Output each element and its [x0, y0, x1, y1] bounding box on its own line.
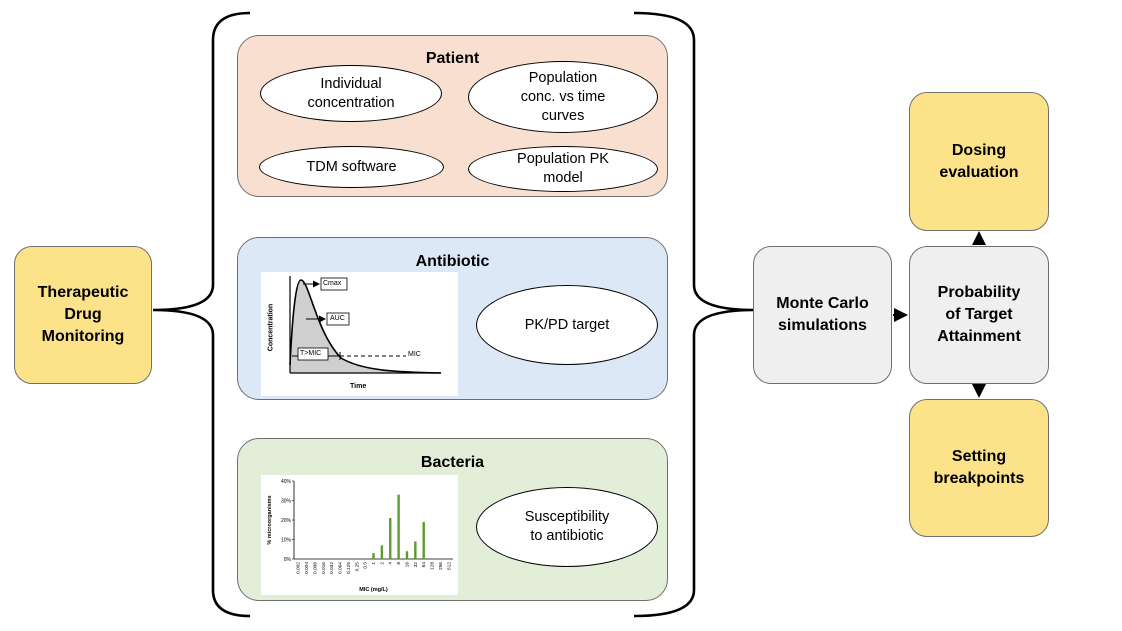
chart-bar [372, 553, 375, 559]
chart-x-tick-label: 0.5 [363, 562, 369, 569]
chart-y-tick-label: 30% [281, 499, 292, 505]
setting-breakpoints-box: Setting breakpoints [909, 399, 1049, 537]
tmic-label: T>MIC [300, 350, 322, 357]
chart-bar [422, 521, 425, 559]
pk-curve-svg [289, 276, 442, 374]
chart-x-tick-label: 256 [438, 562, 444, 570]
chart-x-tick-label: 0.008 [312, 562, 318, 574]
individual-concentration-label: Individual concentration [307, 75, 395, 111]
chart-y-tick-label: 0% [284, 557, 292, 563]
tdm-label: Therapeutic Drug Monitoring [37, 284, 129, 345]
auc-box [326, 312, 350, 326]
left-brace [152, 11, 251, 618]
cmax-label: Cmax [323, 280, 342, 287]
chart-y-tick-label: 10% [281, 538, 292, 544]
chart-bar [380, 545, 384, 559]
chart-x-axis-label: MIC (mg/L) [359, 587, 388, 593]
bacteria-title: Bacteria [420, 454, 485, 471]
chart-x-tick-label: 2 [379, 562, 385, 565]
individual-concentration-node: Individual concentration [260, 65, 442, 122]
susceptibility-label: Susceptibility to antibiotic [524, 509, 610, 544]
chart-x-tick-label: 32 [413, 562, 419, 568]
population-pk-model-node: Population PK model [468, 146, 658, 192]
chart-bar [397, 494, 400, 559]
dosing-evaluation-box: Dosing evaluation [909, 92, 1049, 231]
chart-y-axis-label: % microorganisms [267, 495, 273, 544]
chart-x-tick-label: 512 [446, 562, 452, 570]
monte-carlo-label: Monte Carlo simulations [776, 295, 869, 334]
chart-y-tick-label: 40% [281, 479, 292, 485]
tdm-software-node: TDM software [259, 146, 444, 188]
tdm-box: Therapeutic Drug Monitoring [14, 246, 152, 384]
chart-x-tick-label: 0.016 [321, 562, 327, 574]
pkpd-target-label: PK/PD target [524, 316, 610, 333]
mic-label: MIC [408, 351, 421, 358]
chart-bar [389, 518, 392, 559]
monte-carlo-box: Monte Carlo simulations [753, 246, 892, 384]
chart-bar [405, 551, 409, 559]
chart-x-tick-label: 128 [430, 562, 436, 570]
chart-x-tick-label: 0.125 [346, 562, 352, 574]
chart-y-tick-label: 20% [281, 518, 292, 524]
population-curves-node: Population conc. vs time curves [468, 61, 658, 133]
cmax-box [320, 277, 348, 291]
chart-x-tick-label: 16 [404, 562, 410, 568]
dosing-evaluation-label: Dosing evaluation [939, 141, 1019, 181]
chart-x-tick-label: 0.002 [296, 562, 302, 574]
chart-x-tick-label: 4 [388, 562, 394, 565]
tmic-box [297, 347, 329, 361]
chart-bar [414, 541, 417, 559]
chart-x-tick-label: 0.032 [329, 562, 335, 574]
time-axis-label: Time [350, 383, 367, 390]
population-pk-model-label: Population PK model [517, 151, 609, 186]
setting-breakpoints-label: Setting breakpoints [933, 448, 1025, 487]
pkpd-target-node: PK/PD target [476, 285, 658, 365]
pk-curve [289, 279, 442, 374]
chart-x-tick-label: 8 [396, 562, 402, 565]
concentration-axis-label: Concentration [267, 303, 275, 352]
pta-label: Probability of Target Attainment [937, 284, 1021, 345]
chart-x-tick-label: 0.064 [338, 562, 344, 574]
chart-x-tick-label: 64 [421, 562, 427, 568]
pk-curve-plot: Cmax AUC T>MIC MIC Time Concentration [261, 272, 458, 396]
patient-title: Patient [425, 50, 480, 67]
tdm-software-label: TDM software [306, 158, 397, 175]
chart-x-tick-label: 0.004 [304, 562, 310, 574]
chart-x-tick-label: 1 [371, 562, 377, 565]
pta-box: Probability of Target Attainment [909, 246, 1049, 384]
auc-label: AUC [330, 315, 345, 322]
chart-x-tick-label: 0.25 [354, 562, 360, 572]
susceptibility-node: Susceptibility to antibiotic [476, 487, 658, 567]
antibiotic-title: Antibiotic [415, 253, 490, 270]
population-curves-label: Population conc. vs time curves [520, 69, 606, 124]
